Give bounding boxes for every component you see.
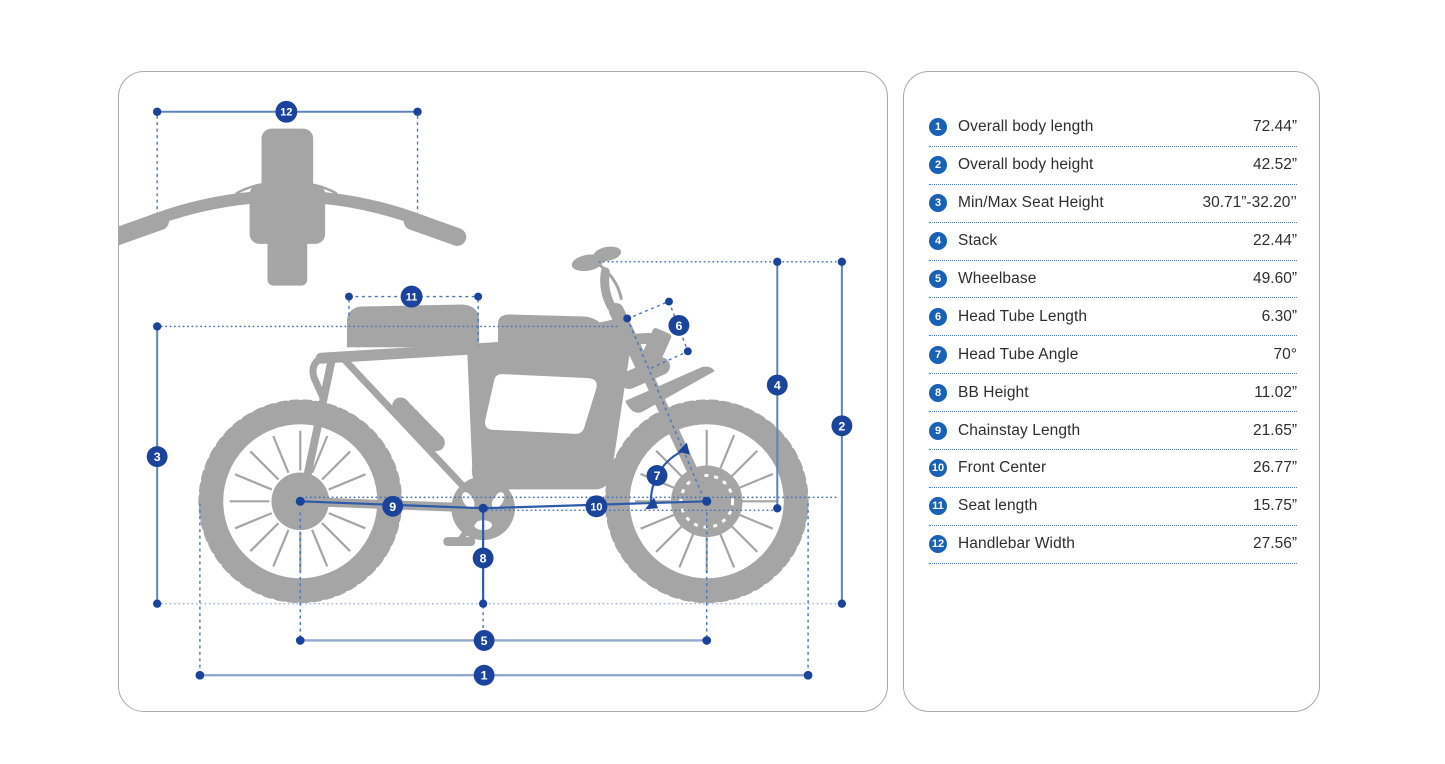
spec-label: Stack <box>958 232 998 250</box>
spec-number-badge: 10 <box>929 459 947 478</box>
bike-geometry-diagram: 1 2 3 4 5 6 7 8 9 10 11 12 <box>119 100 853 686</box>
svg-text:4: 4 <box>774 379 781 393</box>
spec-label: Overall body height <box>958 156 1094 174</box>
spec-number-badge: 11 <box>929 497 947 516</box>
spec-number-badge: 6 <box>929 307 947 326</box>
callout-badge-1: 1 <box>473 664 495 686</box>
svg-text:2: 2 <box>838 419 845 433</box>
spec-number-badge: 3 <box>929 194 947 213</box>
spec-number-badge: 1 <box>929 118 947 137</box>
callout-badge-9: 9 <box>382 495 404 517</box>
spec-row-bb-height: 8 BB Height 11.02” <box>929 374 1297 413</box>
frame-side-panel <box>485 374 597 434</box>
spec-label: Chainstay Length <box>958 421 1081 439</box>
spec-row-head-tube-length: 6 Head Tube Length 6.30” <box>929 298 1297 337</box>
spec-table-panel: 1 Overall body length 72.44” 2 Overall b… <box>903 71 1320 712</box>
front-fender <box>625 366 715 413</box>
spec-label: Head Tube Length <box>958 307 1088 325</box>
spec-value: 6.30” <box>1261 307 1297 325</box>
spec-label: Seat length <box>958 497 1038 515</box>
seat-rear-cushion <box>346 304 480 348</box>
spec-value: 21.65” <box>1253 421 1297 439</box>
spec-number-badge: 9 <box>929 421 947 440</box>
spec-label: Handlebar Width <box>958 535 1075 553</box>
callout-badge-7: 7 <box>646 465 668 486</box>
spec-value: 49.60” <box>1253 270 1297 287</box>
callout-badge-10: 10 <box>585 495 608 518</box>
spec-label: Head Tube Angle <box>958 345 1079 363</box>
spec-row-overall-body-length: 1 Overall body length 72.44” <box>929 109 1297 147</box>
svg-text:8: 8 <box>480 551 487 565</box>
callout-badge-5: 5 <box>473 630 495 651</box>
svg-text:1: 1 <box>481 669 488 683</box>
svg-text:7: 7 <box>654 469 661 483</box>
svg-text:11: 11 <box>406 292 418 304</box>
callout-badge-6: 6 <box>668 314 690 336</box>
spec-value: 42.52” <box>1253 156 1297 174</box>
spec-row-head-tube-angle: 7 Head Tube Angle 70° <box>929 336 1297 375</box>
bike-frame <box>295 246 715 547</box>
headlight <box>638 328 672 371</box>
spec-value: 30.71”-32.20’’ <box>1202 194 1297 212</box>
spec-row-stack: 4 Stack 22.44” <box>929 223 1297 261</box>
spec-number-badge: 8 <box>929 383 947 402</box>
spec-value: 27.56” <box>1253 535 1297 553</box>
steering-axis-line <box>626 318 705 499</box>
spec-label: Front Center <box>958 459 1047 477</box>
svg-text:10: 10 <box>590 501 602 513</box>
svg-text:3: 3 <box>154 450 161 464</box>
spec-number-badge: 5 <box>929 270 947 288</box>
handlebar-top-view <box>119 128 467 286</box>
svg-text:9: 9 <box>389 500 396 514</box>
callout-badge-2: 2 <box>831 415 853 437</box>
spec-value: 26.77” <box>1253 459 1297 477</box>
geometry-diagram-panel: 1 2 3 4 5 6 7 8 9 10 11 12 <box>118 71 888 712</box>
spec-row-seat-length: 11 Seat length 15.75” <box>929 488 1297 526</box>
spec-number-badge: 7 <box>929 345 947 364</box>
spec-value: 72.44” <box>1253 118 1297 136</box>
spec-value: 11.02” <box>1254 383 1297 401</box>
spec-label: Wheelbase <box>958 270 1037 287</box>
spec-row-chainstay-length: 9 Chainstay Length 21.65” <box>929 412 1297 451</box>
callout-badge-12: 12 <box>275 100 298 123</box>
callout-badge-4: 4 <box>766 374 788 396</box>
spec-number-badge: 12 <box>929 535 947 554</box>
spec-row-seat-height: 3 Min/Max Seat Height 30.71”-32.20’’ <box>929 185 1297 223</box>
bike-side-view <box>198 246 810 604</box>
callout-badge-3: 3 <box>146 446 168 468</box>
spec-value: 15.75” <box>1253 497 1297 515</box>
spec-number-badge: 2 <box>929 156 947 175</box>
svg-text:5: 5 <box>481 634 488 648</box>
spec-label: Overall body length <box>958 118 1094 136</box>
svg-text:6: 6 <box>675 319 682 333</box>
callout-badge-11: 11 <box>400 285 423 308</box>
spec-value: 70° <box>1273 345 1297 363</box>
spec-row-handlebar-width: 12 Handlebar Width 27.56” <box>929 526 1297 564</box>
callout-badge-8: 8 <box>472 547 494 569</box>
svg-text:12: 12 <box>280 107 292 119</box>
spec-row-overall-body-height: 2 Overall body height 42.52” <box>929 147 1297 185</box>
measure-endpoints <box>152 107 847 680</box>
spec-row-front-center: 10 Front Center 26.77” <box>929 450 1297 488</box>
pedal <box>443 537 476 547</box>
spec-number-badge: 4 <box>929 232 947 251</box>
spec-label: Min/Max Seat Height <box>958 194 1104 212</box>
spec-label: BB Height <box>958 383 1029 401</box>
spec-value: 22.44” <box>1253 232 1297 250</box>
spec-row-wheelbase: 5 Wheelbase 49.60” <box>929 261 1297 299</box>
